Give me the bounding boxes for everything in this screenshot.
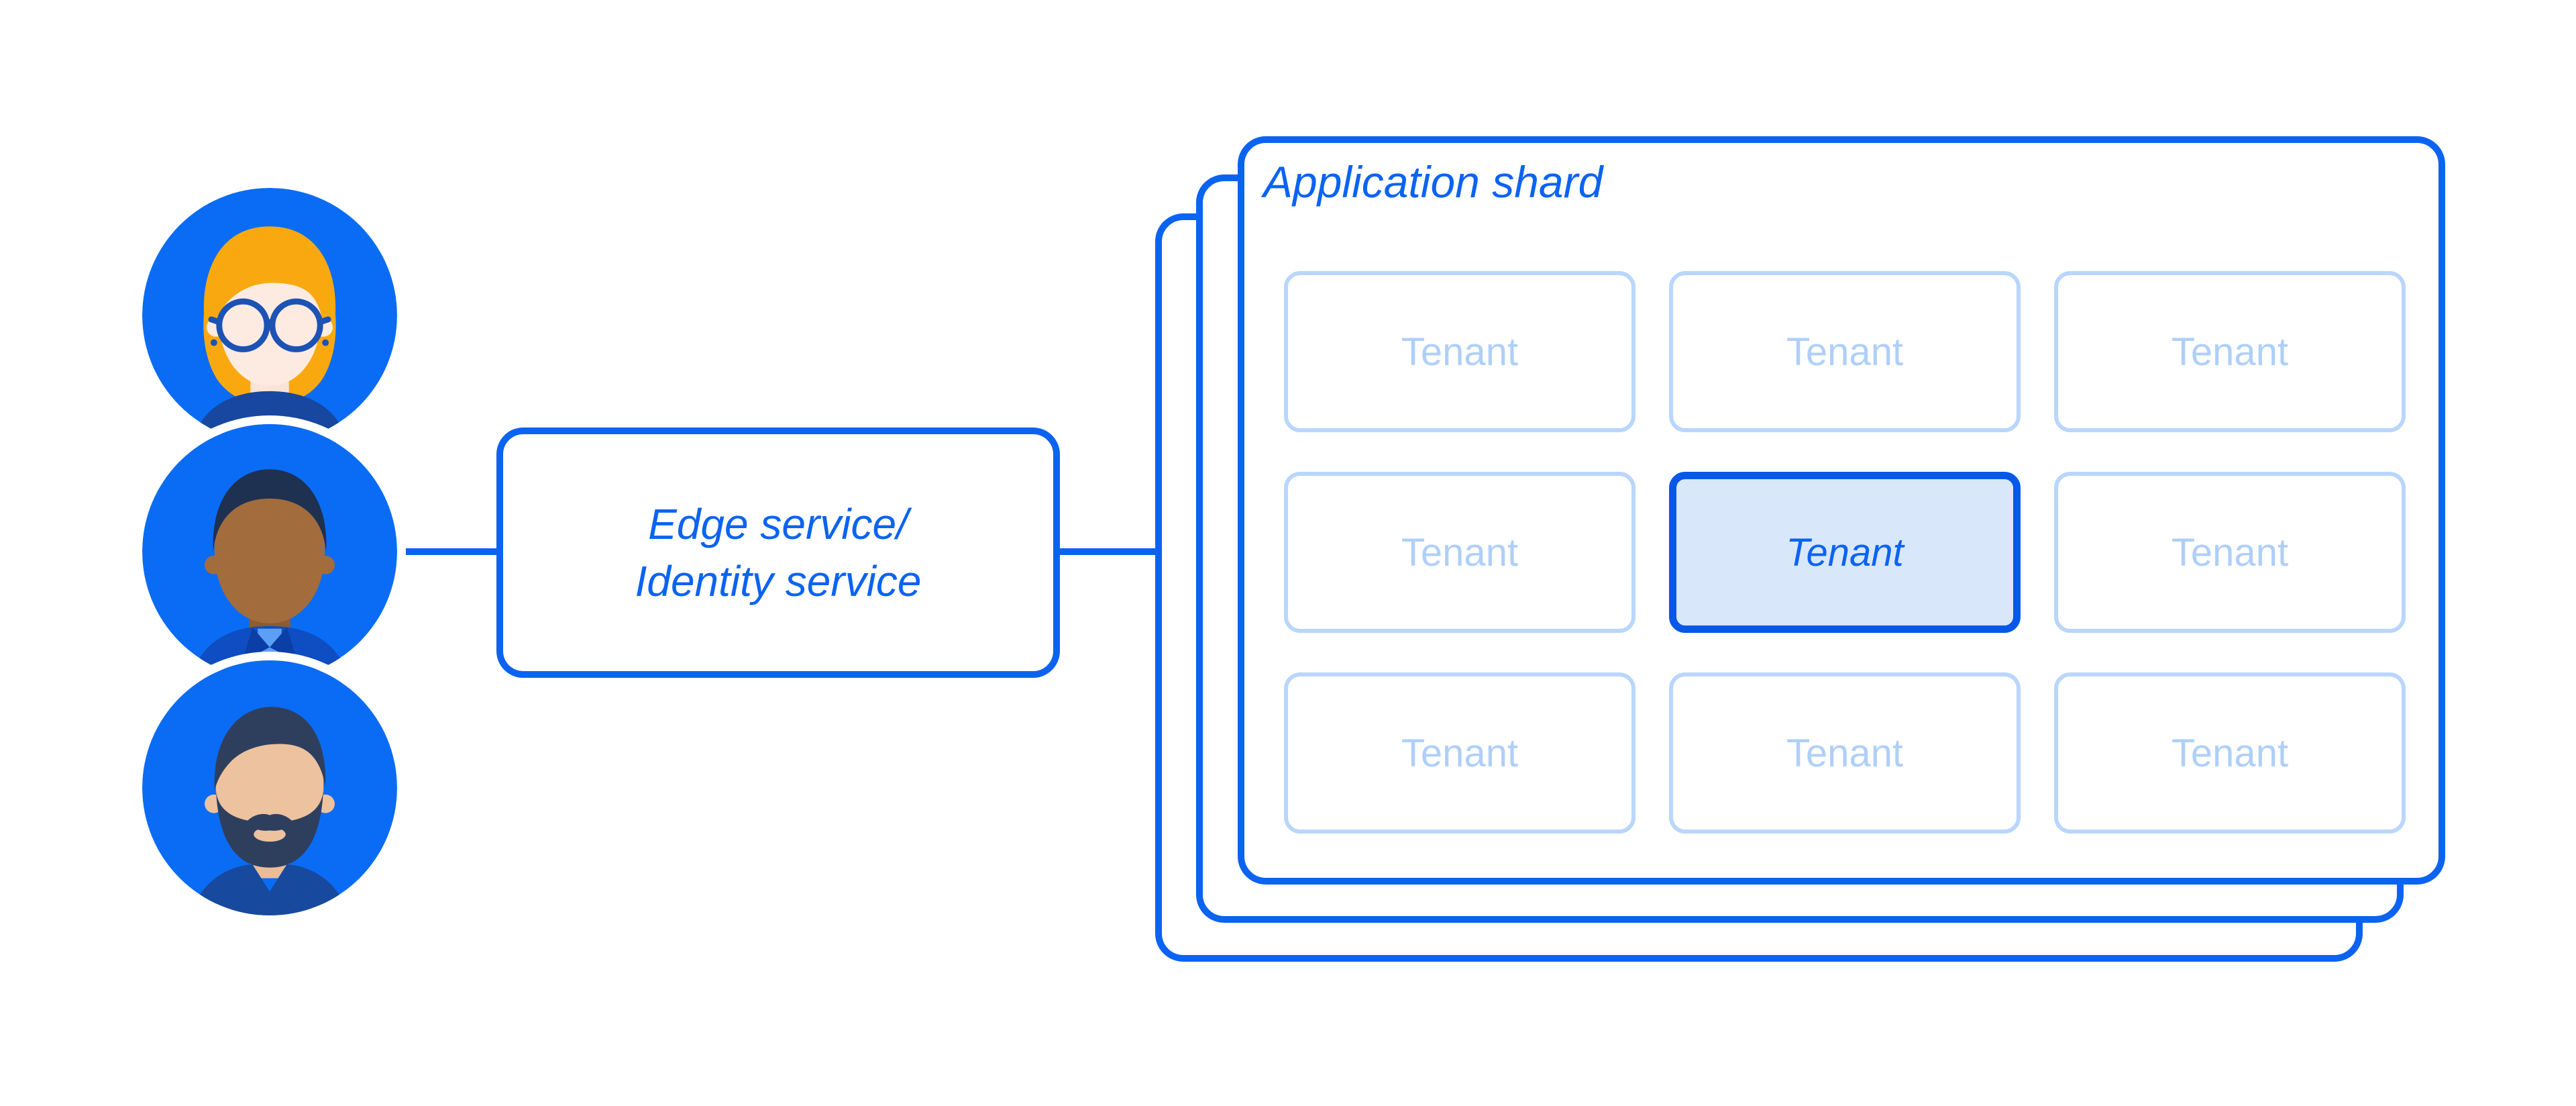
tenant-label: Tenant — [1786, 530, 1904, 574]
edge-identity-service-label: Edge service/ Identity service — [635, 496, 922, 609]
edge-identity-service-box: Edge service/ Identity service — [496, 428, 1060, 678]
avatar-man-short-hair-graphic — [142, 424, 397, 679]
tenant-box-3: Tenant — [2054, 271, 2406, 432]
tenant-label: Tenant — [1401, 530, 1519, 574]
tenant-label: Tenant — [1401, 731, 1519, 775]
tenant-box-1: Tenant — [1284, 271, 1635, 432]
tenant-box-6: Tenant — [2054, 472, 2406, 633]
avatar-woman-glasses-icon — [142, 188, 397, 443]
tenant-box-8: Tenant — [1669, 672, 2021, 834]
tenant-box-5-highlighted: Tenant — [1669, 472, 2021, 633]
avatar-woman-glasses-graphic — [142, 188, 397, 443]
application-shard-title: Application shard — [1263, 157, 1603, 207]
tenant-box-9: Tenant — [2054, 672, 2406, 834]
tenant-label: Tenant — [2171, 530, 2289, 574]
connector-users-to-edge — [401, 548, 496, 555]
tenant-box-7: Tenant — [1284, 672, 1635, 834]
avatar-man-short-hair-icon — [142, 424, 397, 679]
avatar-man-beard-icon — [142, 660, 397, 915]
avatar-man-beard-graphic — [142, 660, 397, 915]
tenant-grid: Tenant Tenant Tenant Tenant Tenant Tenan… — [1284, 271, 2406, 834]
tenant-label: Tenant — [1401, 330, 1519, 374]
tenant-label: Tenant — [2171, 330, 2289, 374]
tenant-label: Tenant — [1786, 330, 1904, 374]
connector-edge-to-shard — [1060, 548, 1157, 555]
edge-service-label-line1: Edge service/ — [648, 500, 908, 549]
edge-service-label-line2: Identity service — [635, 556, 922, 605]
tenant-label: Tenant — [1786, 731, 1904, 775]
tenant-box-4: Tenant — [1284, 472, 1635, 633]
tenant-box-2: Tenant — [1669, 271, 2021, 432]
tenant-label: Tenant — [2171, 731, 2289, 775]
shard-card-front: Application shard Tenant Tenant Tenant T… — [1238, 136, 2445, 885]
